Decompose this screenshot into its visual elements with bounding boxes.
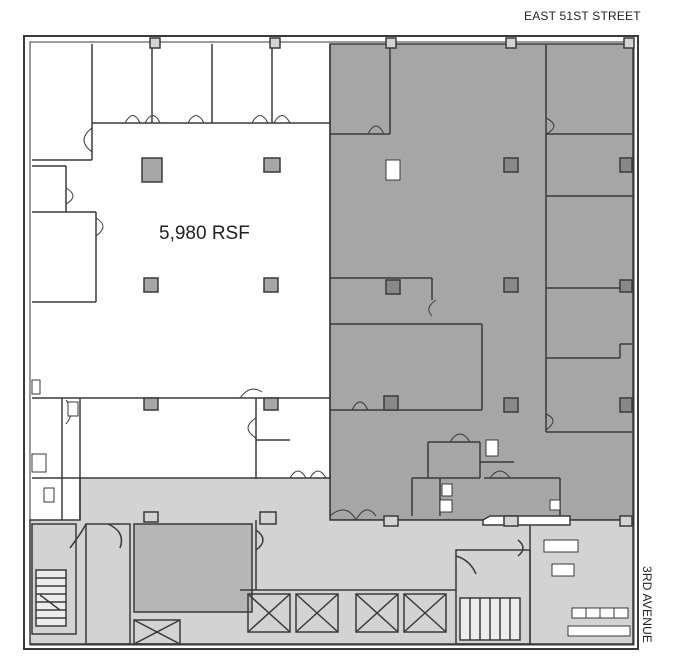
available-area-label: 5,980 RSF <box>159 223 250 244</box>
elevator-icon <box>247 593 291 633</box>
available-suite-walls <box>32 44 331 520</box>
street-label-north: EAST 51ST STREET <box>524 9 641 23</box>
stair-icon <box>35 569 67 627</box>
elevator-icon <box>355 593 399 633</box>
avenue-label-east: 3RD AVENUE <box>640 566 654 644</box>
occupied-tenant-area <box>329 43 634 521</box>
column-icon <box>141 37 635 527</box>
door-swings-available <box>65 115 327 479</box>
elevator-icon <box>295 593 339 633</box>
building-core-elements <box>31 520 531 645</box>
elevator-icon <box>403 593 447 633</box>
door-swings-occupied <box>329 117 555 521</box>
restroom-fixture-icon <box>31 159 631 637</box>
